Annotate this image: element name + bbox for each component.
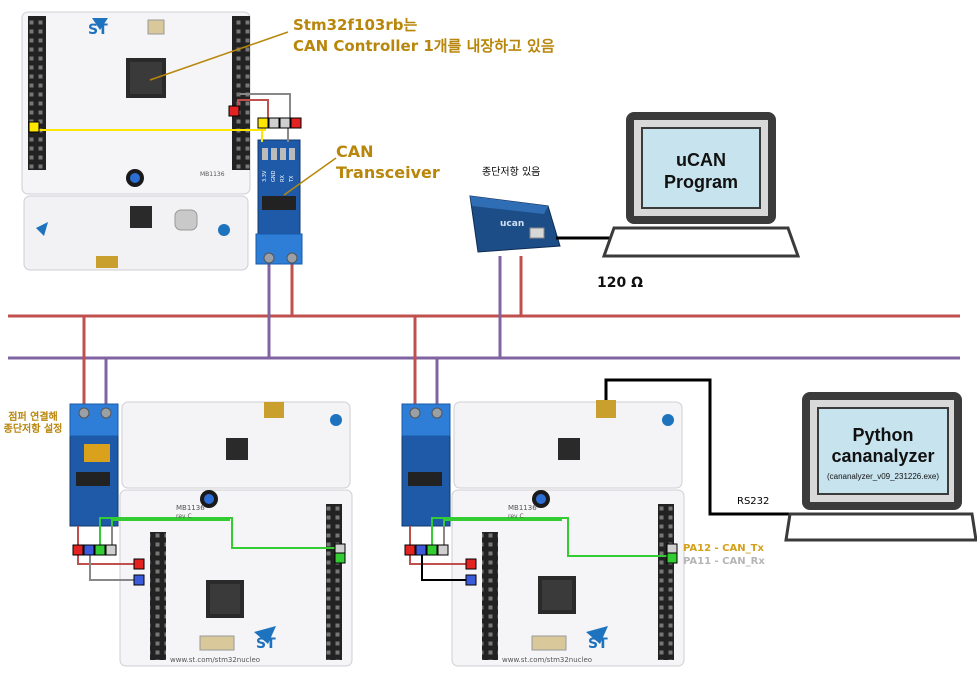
bl-board-rev: rev C bbox=[176, 513, 192, 520]
br-red-pin-board bbox=[465, 558, 477, 570]
pa11-label: PA11 - CAN_Rx bbox=[683, 556, 765, 567]
top-yellow-pin bbox=[257, 117, 269, 129]
br-green-pin bbox=[426, 544, 438, 556]
br-board-rev: rev C bbox=[508, 513, 524, 520]
python-laptop bbox=[784, 392, 977, 542]
bl-red-pin-board bbox=[133, 558, 145, 570]
ucan-usb-device bbox=[469, 195, 561, 253]
top-board-model: MB1136 bbox=[200, 171, 225, 178]
bl-blue-pin bbox=[83, 544, 95, 556]
top-pin-label-3: TX bbox=[289, 175, 295, 183]
ucan-screen-line2: Program bbox=[663, 172, 739, 192]
br-board-model: MB1136 bbox=[508, 504, 537, 512]
br-red-pin bbox=[404, 544, 416, 556]
stm-label-line1: Stm32f103rb는 bbox=[293, 16, 418, 34]
br-grey-pin bbox=[437, 544, 449, 556]
bl-red-pin bbox=[72, 544, 84, 556]
bottom-left-can-transceiver bbox=[69, 403, 119, 527]
python-screen-line1: Python bbox=[852, 425, 914, 445]
bl-board-model: MB1136 bbox=[176, 504, 205, 512]
stm-label-line2: CAN Controller 1개를 내장하고 있음 bbox=[293, 37, 555, 55]
top-grey-pin bbox=[268, 117, 280, 129]
top-red-pin-2 bbox=[290, 117, 302, 129]
rs232-cable bbox=[604, 378, 796, 516]
stm-leader-line bbox=[149, 31, 289, 81]
top-pin-label-0: 3.3V bbox=[262, 170, 268, 182]
can-transceiver-label-line1: CAN bbox=[336, 142, 374, 161]
can-transceiver-label-line2: Transceiver bbox=[336, 163, 440, 182]
bl-board-logo: ST bbox=[256, 636, 276, 652]
bottom-left-nucleo-board bbox=[119, 401, 353, 667]
bottom-right-nucleo-board bbox=[451, 400, 685, 667]
br-board-url: www.st.com/stm32nucleo bbox=[502, 656, 592, 664]
ucan-laptop bbox=[601, 112, 801, 258]
termination-label: 종단저항 있음 bbox=[482, 167, 541, 178]
bl-green-pin-board bbox=[334, 552, 346, 564]
ucan-brand: ucan bbox=[500, 219, 524, 229]
top-pin-label-2: RX bbox=[280, 175, 286, 182]
jumper-note: 점퍼 연결해 종단저항 설정 bbox=[3, 412, 63, 435]
ucan-screen-line1: uCAN bbox=[676, 150, 726, 170]
br-blue-pin-board bbox=[465, 574, 477, 586]
top-board-logo: ST bbox=[88, 22, 108, 38]
bl-grey-pin bbox=[105, 544, 117, 556]
python-screen-line2: cananalyzer bbox=[831, 446, 935, 466]
python-screen-file: (cananalyzer_v09_231226.exe) bbox=[826, 472, 940, 481]
br-board-logo: ST bbox=[588, 636, 608, 652]
bl-blue-pin-board bbox=[133, 574, 145, 586]
br-blue-pin bbox=[415, 544, 427, 556]
top-can-transceiver bbox=[255, 139, 303, 265]
top-grey-pin-2 bbox=[279, 117, 291, 129]
rs232-label: RS232 bbox=[737, 496, 770, 507]
can-leader-line bbox=[283, 157, 337, 196]
pa12-label: PA12 - CAN_Tx bbox=[683, 543, 764, 554]
top-pin-label-1: GND bbox=[271, 170, 277, 182]
bl-green-pin bbox=[94, 544, 106, 556]
br-green-pin-board bbox=[666, 552, 678, 564]
bl-board-url: www.st.com/stm32nucleo bbox=[170, 656, 260, 664]
resistor-label: 120 Ω bbox=[597, 275, 643, 291]
top-nucleo-board bbox=[21, 11, 251, 271]
top-yellow-pin-left bbox=[28, 121, 40, 133]
top-red-pin bbox=[228, 105, 240, 117]
bottom-right-can-transceiver bbox=[401, 403, 451, 527]
